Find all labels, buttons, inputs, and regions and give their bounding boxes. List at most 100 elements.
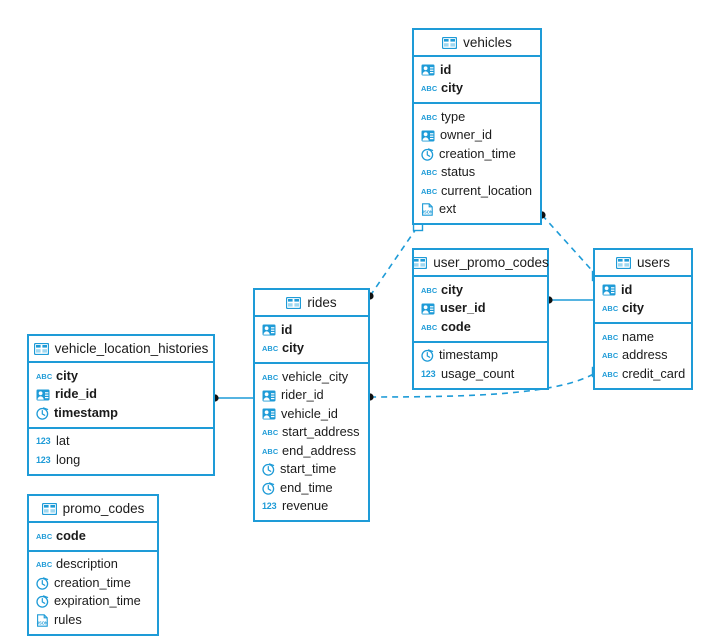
primary-key-row[interactable]: ride_id (29, 386, 213, 405)
primary-key-row[interactable]: timestamp (29, 404, 213, 423)
clock-icon (36, 407, 49, 420)
abc-icon: ABC (421, 322, 438, 332)
column-name: vehicle_id (281, 405, 338, 421)
table-header-vehicle_location_histories[interactable]: vehicle_location_histories (29, 336, 213, 363)
abc-icon: ABC (36, 531, 53, 541)
column-row[interactable]: timestamp (414, 347, 547, 366)
json-icon: JSON (36, 614, 49, 627)
table-icon (33, 342, 49, 355)
clock-icon (262, 482, 275, 495)
abc-icon: ABC (262, 446, 279, 456)
table-header-rides[interactable]: rides (255, 290, 368, 317)
table-icon (286, 296, 302, 309)
column-name: code (441, 318, 471, 334)
primary-key-row[interactable]: id (255, 321, 368, 340)
column-row[interactable]: expiration_time (29, 593, 157, 612)
column-name: end_time (280, 479, 333, 495)
column-name: owner_id (440, 127, 492, 143)
column-row[interactable]: end_time (255, 479, 368, 498)
table-icon (412, 256, 428, 269)
primary-key-row[interactable]: id (414, 61, 540, 80)
table-header-user_promo_codes[interactable]: user_promo_codes (412, 250, 549, 277)
column-name: code (56, 527, 86, 543)
column-row[interactable]: JSON rules (29, 611, 157, 630)
column-name: city (282, 340, 305, 356)
column-row[interactable]: rider_id (255, 387, 368, 406)
column-row[interactable]: creation_time (29, 574, 157, 593)
abc-icon: ABC (421, 186, 438, 196)
abc-icon: ABC (262, 372, 279, 382)
table-name: vehicle_location_histories (54, 341, 209, 356)
abc-icon: ABC (262, 344, 279, 354)
abc-icon: ABC (262, 428, 279, 438)
table-header-users[interactable]: users (595, 250, 691, 277)
key-card-icon (421, 64, 435, 76)
column-name: creation_time (439, 145, 516, 161)
number-icon: 123 (36, 436, 51, 447)
primary-key-row[interactable]: id (595, 281, 691, 300)
column-name: city (622, 300, 645, 316)
column-name: city (441, 281, 464, 297)
column-name: rules (54, 611, 82, 627)
column-row[interactable]: start_time (255, 461, 368, 480)
abc-icon: ABC (602, 332, 619, 342)
column-name: id (621, 281, 633, 297)
column-row[interactable]: owner_id (414, 127, 540, 146)
column-name: start_time (280, 461, 337, 477)
json-icon: JSON (421, 203, 434, 216)
column-name: timestamp (439, 347, 499, 363)
column-name: ride_id (55, 386, 97, 402)
column-name: user_id (440, 300, 486, 316)
column-name: city (441, 80, 464, 96)
table-header-vehicles[interactable]: vehicles (414, 30, 540, 57)
clock-icon (262, 463, 275, 477)
primary-key-row[interactable]: user_id (414, 300, 547, 319)
abc-icon: ABC (602, 351, 619, 361)
abc-icon: ABC (36, 371, 53, 381)
key-card-icon (421, 130, 435, 142)
relationship-line (541, 214, 598, 277)
key-card-icon (262, 390, 276, 402)
column-row[interactable]: vehicle_id (255, 405, 368, 424)
column-name: address (622, 347, 668, 363)
clock-icon (421, 148, 434, 161)
clock-icon (421, 349, 434, 363)
abc-icon: ABC (602, 369, 619, 379)
table-name: users (636, 255, 670, 270)
table-header-promo_codes[interactable]: promo_codes (29, 496, 157, 523)
column-row[interactable]: creation_time (414, 145, 540, 164)
table-icon (442, 36, 458, 49)
